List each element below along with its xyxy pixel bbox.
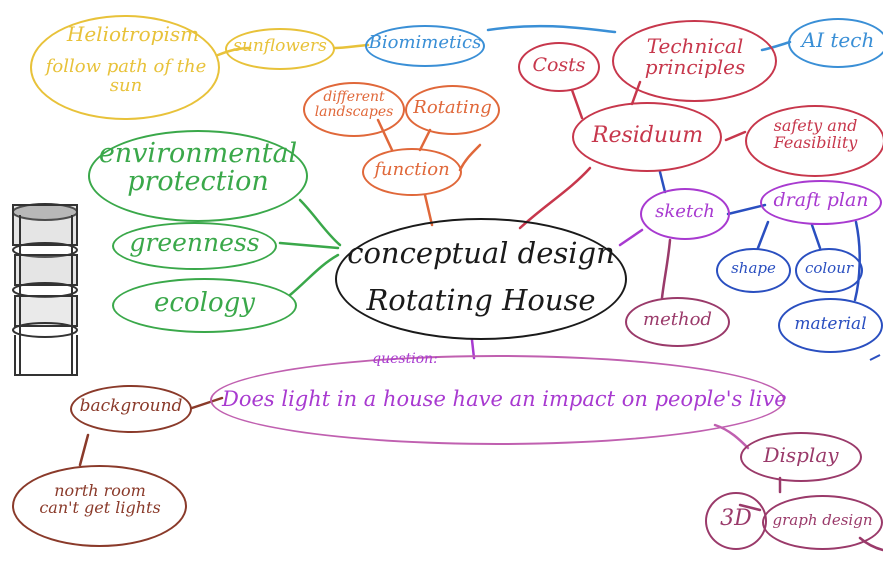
aitech-label: AI tech <box>801 28 875 52</box>
line-greenness-center <box>278 241 340 250</box>
method-label: method <box>643 309 712 330</box>
colour-oval <box>795 248 863 293</box>
northroom-label: north room can't get lights <box>39 481 161 517</box>
residuum-oval <box>572 102 722 172</box>
line-center-sketch <box>618 228 644 247</box>
costs-oval <box>518 42 600 92</box>
line-sketch-draft <box>726 203 767 216</box>
costs-label: Costs <box>532 54 586 76</box>
draft-label: draft plan <box>773 189 869 211</box>
safety-label: safety and Feasibility <box>773 116 858 152</box>
sunflowers-oval <box>225 28 335 70</box>
line-env-center <box>298 198 342 247</box>
line-rotating-function <box>418 128 432 152</box>
safety-oval <box>745 105 883 177</box>
northroom-oval <box>12 465 187 547</box>
rotating-oval <box>405 85 500 135</box>
line-draft-shape <box>756 220 770 250</box>
sunflowers-label: sunflowers <box>233 36 327 56</box>
technical-oval <box>612 20 777 102</box>
function-label: function <box>374 159 450 180</box>
landscapes-label: different landscapes <box>314 89 394 120</box>
ecology-label: ecology <box>154 288 255 318</box>
line-residuum-sketch <box>658 170 667 194</box>
biomimetics-label: Biomimetics <box>368 32 482 53</box>
follow-sun-label: follow path of the sun <box>45 56 207 96</box>
center-line2: Rotating House <box>366 283 596 317</box>
line-costs-residuum <box>570 88 584 120</box>
threed-label: 3D <box>720 506 752 531</box>
stray-mark <box>869 354 881 361</box>
question-tag: question: <box>372 351 438 367</box>
material-label: material <box>794 314 867 334</box>
method-oval <box>625 297 730 347</box>
question-oval <box>210 355 785 445</box>
line-sunflowers-biomimetics <box>333 43 370 50</box>
graph-label: graph design <box>772 511 873 529</box>
greenness-oval <box>112 222 277 270</box>
line-residuum-center <box>518 166 592 230</box>
display-oval <box>740 432 862 482</box>
ecology-oval <box>112 278 297 333</box>
line-function-center <box>423 193 434 227</box>
shape-label: shape <box>731 259 776 277</box>
center-oval <box>335 218 627 340</box>
greenness-label: greenness <box>129 228 260 257</box>
heliotropism-oval <box>30 15 220 120</box>
graph-oval <box>762 495 883 550</box>
rotating-house-sketch <box>12 203 78 376</box>
line-biomimetics-technical <box>486 24 617 34</box>
sketch-label: sketch <box>655 201 715 222</box>
question-label: Does light in a house have an impact on … <box>222 387 787 411</box>
display-label: Display <box>763 443 839 467</box>
line-residuum-safety <box>724 130 747 142</box>
background-label: background <box>79 396 183 416</box>
biomimetics-oval <box>365 25 485 67</box>
aitech-oval <box>788 18 883 68</box>
function-oval <box>362 148 462 196</box>
env-oval <box>88 130 308 222</box>
material-oval <box>778 298 883 353</box>
line-ecology-center <box>288 253 340 297</box>
line-function-extra <box>458 143 482 172</box>
rotating-label: Rotating <box>413 97 492 118</box>
line-background-northroom <box>78 433 90 467</box>
center-line1: conceptual design <box>347 236 615 270</box>
technical-label: Technical principles <box>644 34 746 79</box>
colour-label: colour <box>804 259 854 277</box>
heliotropism-label: Heliotropism <box>66 22 200 46</box>
residuum-label: Residuum <box>591 123 704 148</box>
draft-oval <box>760 180 882 225</box>
line-draft-colour <box>810 223 822 250</box>
landscapes-oval <box>303 82 405 137</box>
env-label: environmental protection <box>98 138 298 198</box>
shape-oval <box>716 248 791 293</box>
line-sketch-method <box>660 238 672 300</box>
background-oval <box>70 385 192 433</box>
sketch-oval <box>640 188 730 240</box>
